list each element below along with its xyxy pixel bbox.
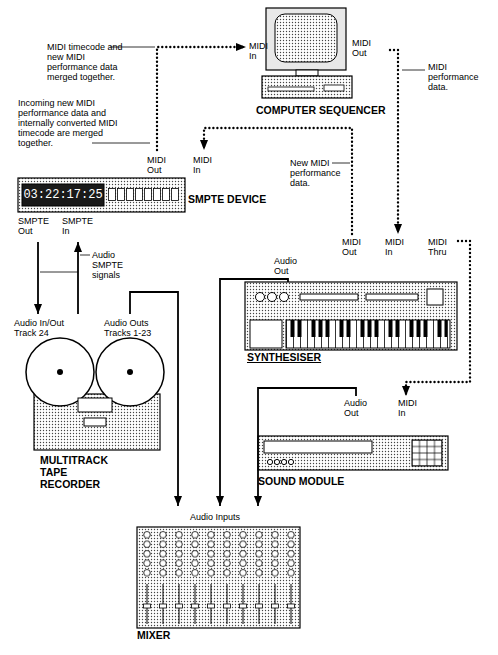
port-label: Audio Inputs bbox=[190, 512, 270, 522]
port-label: SMPTE In bbox=[62, 216, 98, 236]
monitor-screen bbox=[275, 14, 337, 62]
leader-line bbox=[332, 163, 350, 164]
computer-base bbox=[262, 76, 352, 98]
smpte-body bbox=[18, 178, 185, 212]
multitrack-tape-recorder: MULTITRACK TAPE RECORDER bbox=[22, 314, 192, 480]
port-label: MIDI Thru bbox=[428, 237, 454, 257]
audio-cable bbox=[37, 242, 39, 314]
midi-cable bbox=[406, 241, 470, 396]
module-knob bbox=[288, 459, 293, 464]
leader-line bbox=[40, 272, 78, 273]
port-label: MIDI Out bbox=[342, 237, 366, 257]
pitch-wheel-area bbox=[250, 320, 282, 348]
monitor-neck bbox=[296, 70, 318, 76]
leader-line bbox=[402, 70, 425, 71]
synth-slider bbox=[300, 294, 358, 300]
smpte-device: 03:22:17:25SMPTE DEVICE bbox=[16, 150, 262, 242]
device-name: SYNTHESISER bbox=[247, 351, 347, 363]
port-label: SMPTE Out bbox=[18, 216, 54, 236]
device-name: COMPUTER SEQUENCER bbox=[256, 104, 390, 116]
timecode-display bbox=[22, 184, 104, 206]
mixer-knobs bbox=[139, 530, 299, 578]
synth-knob bbox=[256, 293, 265, 302]
black-keys bbox=[286, 320, 447, 337]
computer-sequencer: COMPUTER SEQUENCER bbox=[246, 6, 390, 118]
audio-cable bbox=[77, 242, 79, 314]
module-knob bbox=[267, 459, 272, 464]
timecode-readout: 03:22:17:25 bbox=[22, 184, 104, 206]
port-label: MIDI In bbox=[385, 237, 409, 257]
port-label: Audio Out bbox=[344, 398, 374, 418]
port-label: MIDI In bbox=[249, 41, 273, 61]
mixer-body bbox=[137, 527, 300, 628]
computer-panel bbox=[324, 85, 344, 91]
audio-cable bbox=[220, 279, 244, 506]
port-label: MIDI Out bbox=[352, 38, 376, 58]
keyboard bbox=[286, 320, 450, 348]
tape-reel bbox=[96, 338, 164, 406]
audio-cable bbox=[258, 388, 356, 506]
module-knob bbox=[281, 459, 286, 464]
tape-head bbox=[78, 398, 112, 412]
white-keys bbox=[286, 320, 450, 348]
synth-knob bbox=[268, 293, 277, 302]
port-label: Audio SMPTE signals bbox=[92, 250, 132, 280]
device-name: SMPTE DEVICE bbox=[188, 193, 274, 205]
module-body bbox=[258, 436, 448, 470]
reel-hub bbox=[127, 369, 133, 375]
midi-cable bbox=[204, 128, 352, 234]
synth-button bbox=[427, 289, 443, 305]
port-label: MIDI In bbox=[398, 398, 422, 418]
port-label: Audio In/Out Track 24 bbox=[14, 318, 76, 338]
reel-hub bbox=[57, 369, 63, 375]
device-name: SOUND MODULE bbox=[258, 475, 358, 487]
midi-cable bbox=[390, 50, 398, 234]
port-label: Incoming new MIDI performance data and i… bbox=[18, 98, 124, 148]
port-label: Audio Outs Tracks 1-23 bbox=[104, 318, 166, 338]
mixer: MIXER bbox=[134, 506, 302, 646]
synth-body bbox=[245, 282, 457, 350]
button-row bbox=[108, 188, 180, 202]
synth-knob bbox=[280, 293, 289, 302]
module-pads bbox=[412, 440, 442, 466]
synth-slider bbox=[366, 294, 418, 300]
leader-line bbox=[92, 143, 150, 144]
device-name: MULTITRACK TAPE RECORDER bbox=[40, 454, 130, 490]
tape-control bbox=[84, 418, 106, 426]
midi-cable bbox=[157, 47, 246, 150]
port-label: MIDI timecode and new MIDI performance d… bbox=[47, 42, 127, 82]
leader-line bbox=[80, 255, 90, 256]
port-label: New MIDI performance data. bbox=[290, 158, 348, 188]
monitor-bezel bbox=[266, 8, 346, 70]
port-label: MIDI Out bbox=[147, 155, 171, 175]
device-name: MIXER bbox=[137, 629, 197, 641]
mixer-faders bbox=[139, 582, 299, 626]
module-display bbox=[264, 441, 372, 453]
tape-reel bbox=[26, 338, 94, 406]
module-knob bbox=[274, 459, 279, 464]
port-label: Audio Out bbox=[274, 256, 304, 276]
port-label: MIDI In bbox=[193, 155, 217, 175]
port-label: MIDI performance data. bbox=[428, 62, 486, 92]
disk-slot bbox=[268, 87, 314, 91]
audio-out-stub bbox=[244, 279, 288, 282]
